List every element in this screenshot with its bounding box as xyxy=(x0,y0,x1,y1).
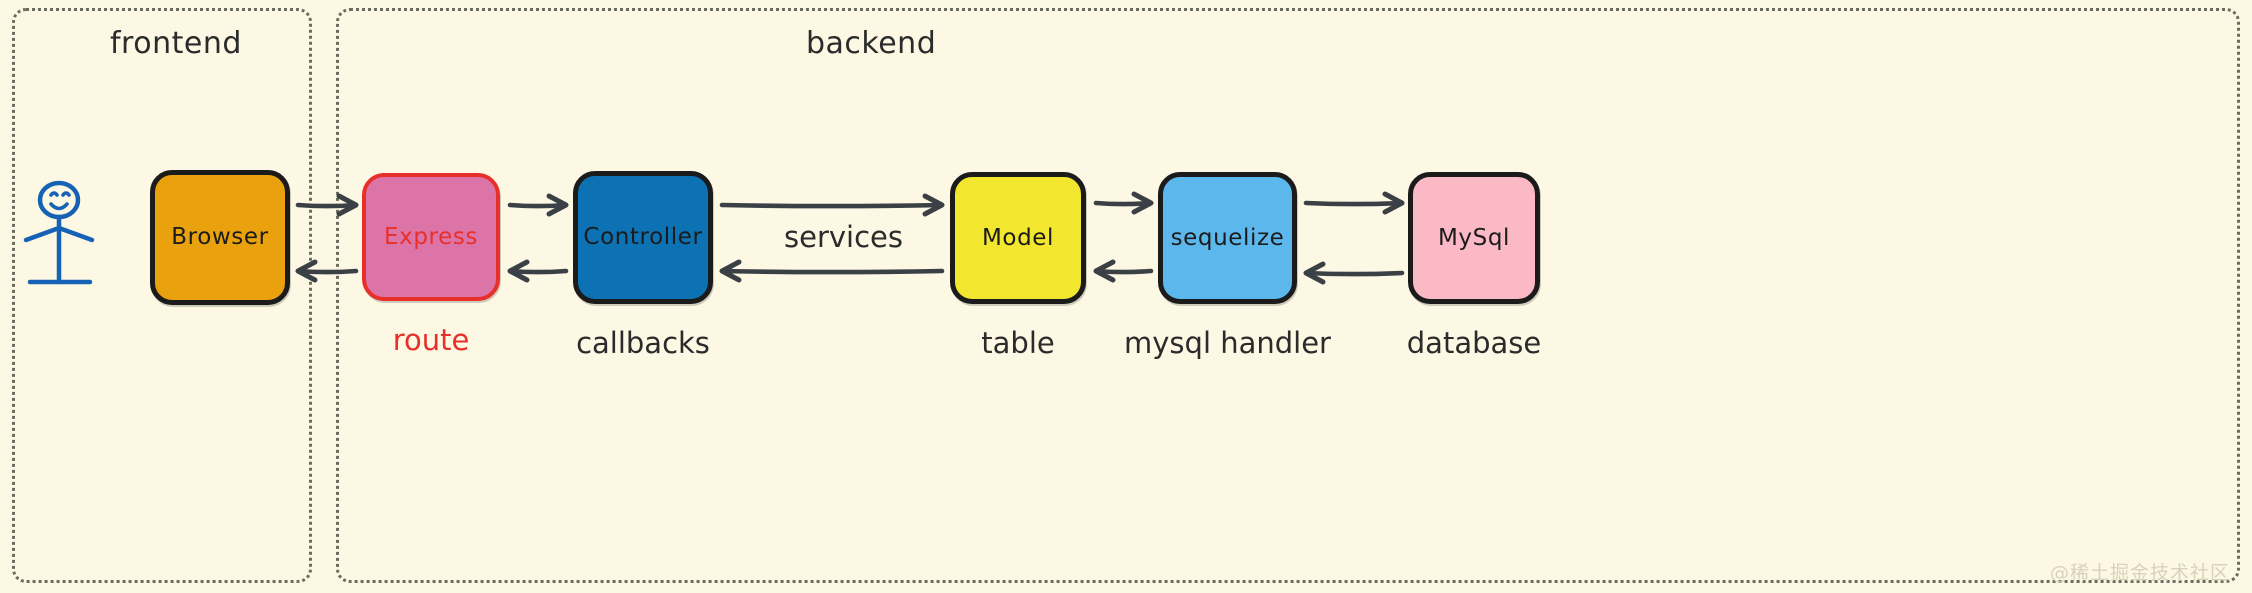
node-mysql[interactable]: MySql xyxy=(1408,172,1540,304)
node-label-controller: Controller xyxy=(583,224,703,250)
group-frame-backend xyxy=(336,8,2240,583)
node-controller[interactable]: Controller xyxy=(573,171,713,304)
caption-express: route xyxy=(392,323,470,357)
watermark: @稀土掘金技术社区 xyxy=(2049,562,2230,584)
group-frame-frontend xyxy=(12,8,312,583)
node-label-model: Model xyxy=(981,224,1055,251)
node-label-mysql: MySql xyxy=(1437,224,1511,251)
caption-model: table xyxy=(981,326,1055,360)
node-label-sequelize: sequelize xyxy=(1170,224,1285,251)
node-sequelize[interactable]: sequelize xyxy=(1158,172,1297,304)
node-express[interactable]: Express xyxy=(362,173,500,301)
user-stick-figure-icon xyxy=(22,178,114,312)
edge-label-services: services xyxy=(784,220,903,254)
node-model[interactable]: Model xyxy=(950,172,1086,304)
caption-controller: callbacks xyxy=(576,326,710,360)
caption-mysql: database xyxy=(1406,326,1542,360)
node-label-express: Express xyxy=(383,223,478,250)
group-title-frontend: frontend xyxy=(110,26,242,61)
group-title-backend: backend xyxy=(806,26,937,61)
node-label-browser: Browser xyxy=(171,224,269,250)
node-browser[interactable]: Browser xyxy=(150,170,290,305)
caption-sequelize: mysql handler xyxy=(1124,326,1331,360)
